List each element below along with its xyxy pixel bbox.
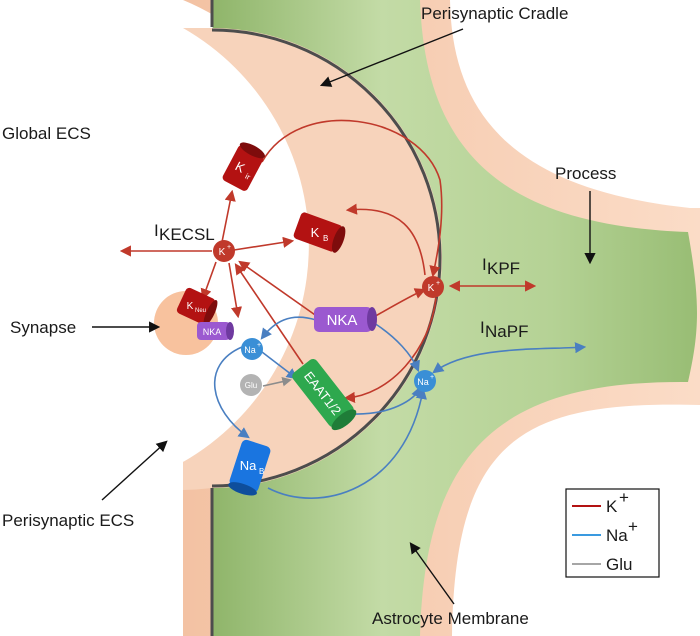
na-ion-astro-label: Na	[417, 377, 429, 387]
i-kpf-label: I KPF	[482, 255, 520, 278]
kir-channel[interactable]: K ir	[221, 139, 267, 192]
legend-glu-label: Glu	[606, 555, 632, 574]
kir-subscript: ir	[244, 172, 252, 182]
na-ion-astro-sup: +	[430, 374, 434, 381]
nka-pump-astrocyte[interactable]: NKA	[314, 307, 377, 332]
kneu-channel[interactable]: K Neu	[176, 287, 220, 328]
nab-label: Na	[240, 458, 257, 473]
nab-channel[interactable]: Na B	[227, 439, 274, 499]
legend: K + Na + Glu	[565, 488, 660, 578]
i-kecsl-sub: KECSL	[159, 225, 215, 244]
i-napf-main: I	[480, 318, 485, 337]
legend-k-label: K	[606, 497, 618, 516]
k-ion-astro-label: K	[428, 283, 435, 294]
process-label: Process	[555, 164, 616, 183]
k-ion-ecs: K +	[213, 240, 235, 262]
kb-subscript: B	[323, 234, 328, 243]
i-kecsl-label: I KECSL	[154, 221, 215, 244]
nka-neuron-label: NKA	[203, 327, 222, 337]
membrane-pointer	[409, 542, 455, 605]
global-ecs-label: Global ECS	[2, 124, 91, 143]
cradle-pointer	[319, 28, 464, 87]
glu-label: Glu	[245, 381, 257, 390]
inner-membrane-outline	[211, 28, 442, 488]
nka-pump-neuron[interactable]: NKA	[197, 322, 234, 340]
k-ion-ecs-sup: +	[227, 244, 231, 251]
na-arrows	[214, 316, 587, 499]
i-napf-label: I NaPF	[480, 318, 528, 341]
k-ion-astro-sup: +	[436, 280, 440, 287]
perisynaptic-membrane	[183, 28, 442, 490]
legend-na-label: Na	[606, 526, 628, 545]
i-napf-sub: NaPF	[485, 322, 528, 341]
na-ion-ecs-sup: +	[257, 342, 261, 349]
kneu-subscript: Neu	[195, 308, 206, 314]
kneu-label: K	[187, 301, 194, 312]
k-ion-ecs-label: K	[219, 247, 226, 258]
k-arrows	[119, 119, 537, 403]
na-ion-astro: Na +	[414, 370, 436, 392]
na-ion-ecs: Na +	[241, 338, 263, 360]
na-ion-ecs-label: Na	[244, 345, 256, 355]
kb-label: K	[311, 225, 320, 240]
kb-channel[interactable]: K B	[293, 211, 349, 254]
astrocyte-membrane-label: Astrocyte Membrane	[372, 609, 529, 628]
perisynaptic-cradle-label: Perisynaptic Cradle	[421, 4, 568, 23]
i-kpf-sub: KPF	[487, 259, 520, 278]
perisynaptic-ecs-label: Perisynaptic ECS	[2, 511, 134, 530]
synapse-label: Synapse	[10, 318, 76, 337]
i-kecsl-main: I	[154, 221, 159, 240]
legend-k-sup: +	[619, 488, 629, 507]
nab-subscript: B	[259, 467, 264, 476]
perisynaptic-ecs-pointer	[101, 440, 168, 501]
i-kpf-main: I	[482, 255, 487, 274]
glu-arrow	[262, 376, 292, 387]
legend-na-sup: +	[628, 517, 638, 536]
nka-astro-label: NKA	[327, 312, 358, 329]
k-ion-astro: K +	[422, 276, 444, 298]
glu-molecule: Glu	[240, 374, 262, 396]
